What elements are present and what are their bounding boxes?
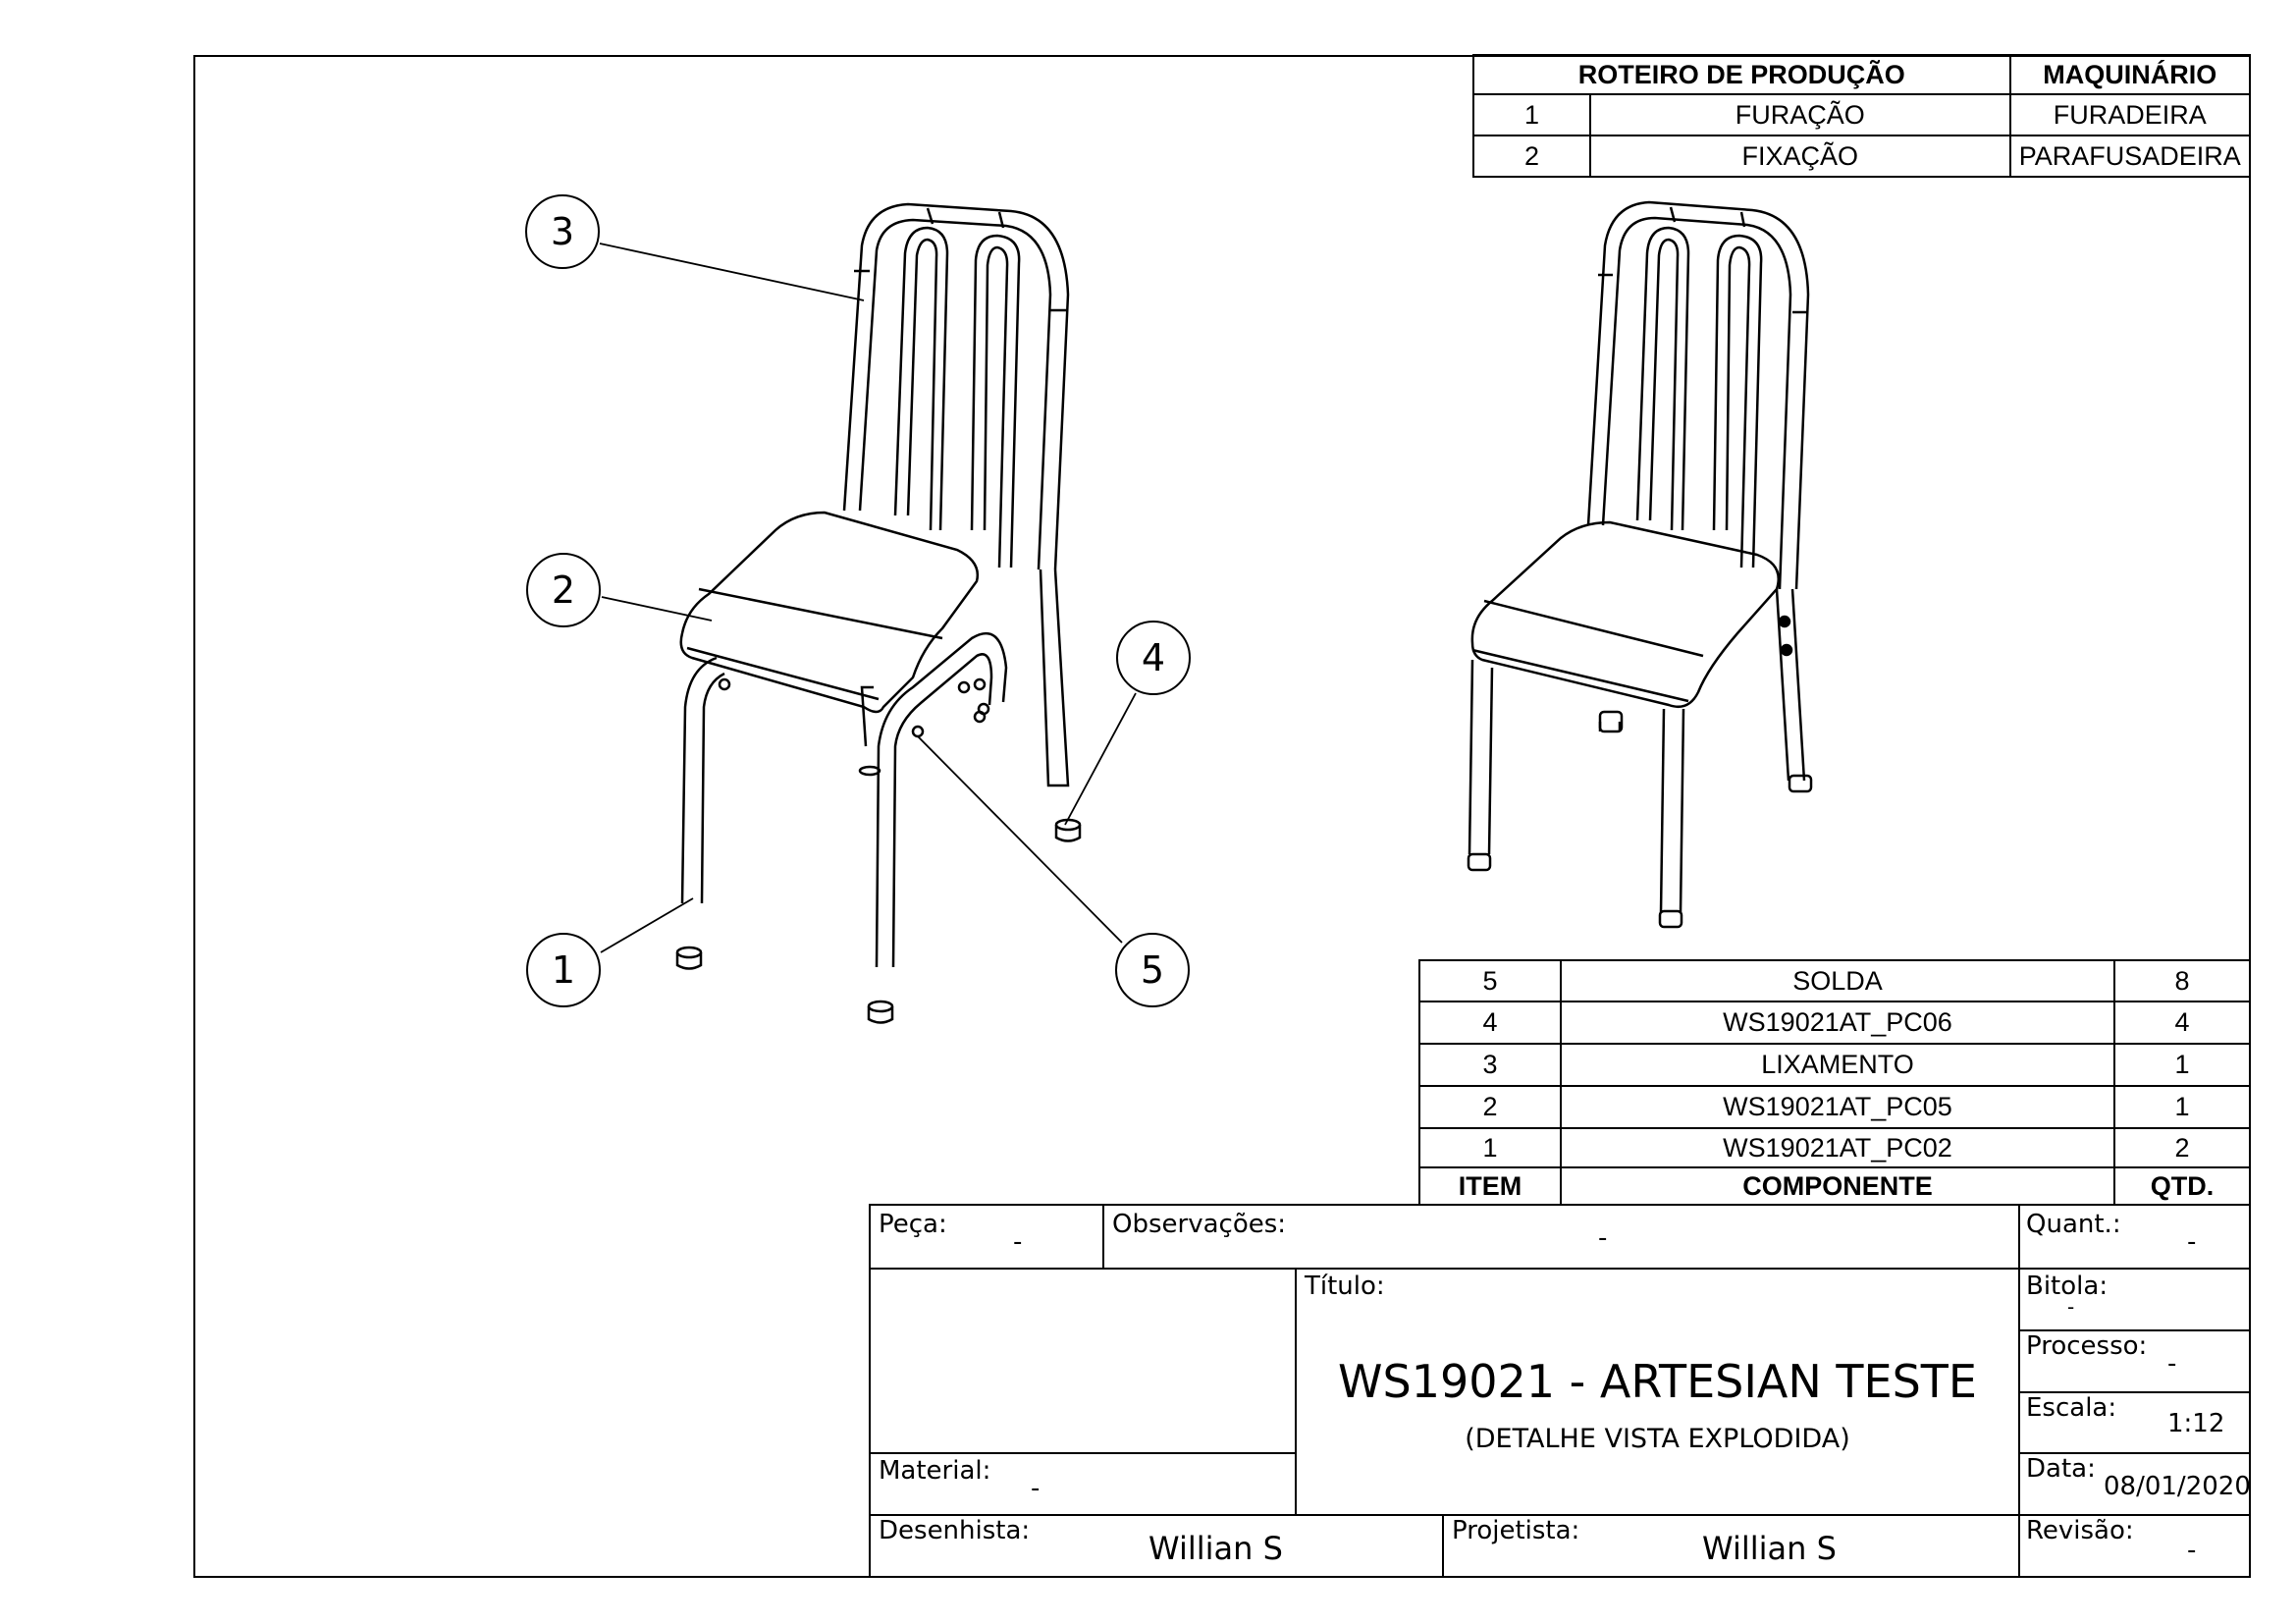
material-label: Material: bbox=[879, 1456, 991, 1486]
bom-qty: 2 bbox=[2113, 1127, 2251, 1168]
bom-component: LIXAMENTO bbox=[1560, 1043, 2115, 1087]
escala-cell: Escala: 1:12 bbox=[2018, 1391, 2251, 1454]
revisao-value: - bbox=[2187, 1536, 2197, 1565]
exploded-chair-view bbox=[599, 202, 1137, 1024]
material-cell: Material: - bbox=[869, 1452, 1297, 1516]
bitola-label: Bitola: bbox=[2026, 1272, 2109, 1301]
escala-value: 1:12 bbox=[2167, 1409, 2225, 1438]
bitola-cell: Bitola: - bbox=[2018, 1268, 2251, 1331]
projetista-label: Projetista: bbox=[1452, 1516, 1580, 1545]
routing-header-step: ROTEIRO DE PRODUÇÃO bbox=[1472, 54, 2011, 95]
revisao-cell: Revisão: - bbox=[2018, 1514, 2251, 1578]
observacoes-label: Observações: bbox=[1112, 1210, 1287, 1239]
logo-cell bbox=[869, 1268, 1297, 1454]
titulo-label: Título: bbox=[1305, 1272, 1385, 1301]
data-value: 08/01/2020 bbox=[2104, 1472, 2251, 1501]
routing-row-num: 2 bbox=[1472, 135, 1591, 178]
peca-cell: Peça: - bbox=[869, 1204, 1104, 1270]
routing-table: ROTEIRO DE PRODUÇÃO MAQUINÁRIO 1 FURAÇÃO… bbox=[1472, 54, 2252, 178]
bom-item: 1 bbox=[1418, 1127, 1562, 1168]
desenhista-cell: Desenhista: Willian S bbox=[869, 1514, 1444, 1578]
routing-row-machine: FURADEIRA bbox=[2008, 93, 2252, 136]
revisao-label: Revisão: bbox=[2026, 1516, 2134, 1545]
routing-row-machine: PARAFUSADEIRA bbox=[2008, 135, 2252, 178]
data-cell: Data: 08/01/2020 bbox=[2018, 1452, 2251, 1516]
bom-component: WS19021AT_PC05 bbox=[1560, 1085, 2115, 1129]
desenhista-value: Willian S bbox=[1148, 1530, 1283, 1567]
bom-item: 3 bbox=[1418, 1043, 1562, 1087]
observacoes-value: - bbox=[1598, 1223, 1608, 1253]
bom-component: WS19021AT_PC06 bbox=[1560, 1001, 2115, 1045]
bitola-value: - bbox=[2067, 1295, 2075, 1319]
bom-qty: 8 bbox=[2113, 959, 2251, 1002]
quant-value: - bbox=[2187, 1227, 2197, 1257]
title-cell: Título: WS19021 - ARTESIAN TESTE (DETALH… bbox=[1295, 1268, 2020, 1516]
bom-item: 5 bbox=[1418, 959, 1562, 1002]
bom-header-item: ITEM bbox=[1418, 1166, 1562, 1206]
observacoes-cell: Observações: - bbox=[1102, 1204, 2020, 1270]
bom-header-component: COMPONENTE bbox=[1560, 1166, 2115, 1206]
bom-component: SOLDA bbox=[1560, 959, 2115, 1002]
quant-cell: Quant.: - bbox=[2018, 1204, 2251, 1270]
balloon-4: 4 bbox=[1116, 621, 1191, 695]
material-value: - bbox=[1031, 1474, 1041, 1503]
processo-label: Processo: bbox=[2026, 1331, 2148, 1361]
routing-row-num: 1 bbox=[1472, 93, 1591, 136]
routing-row-step: FURAÇÃO bbox=[1589, 93, 2011, 136]
bom-component: WS19021AT_PC02 bbox=[1560, 1127, 2115, 1168]
peca-label: Peça: bbox=[879, 1210, 947, 1239]
balloon-5: 5 bbox=[1115, 933, 1190, 1007]
desenhista-label: Desenhista: bbox=[879, 1516, 1031, 1545]
balloon-2: 2 bbox=[526, 553, 601, 627]
processo-value: - bbox=[2167, 1349, 2177, 1379]
projetista-value: Willian S bbox=[1702, 1530, 1837, 1567]
peca-value: - bbox=[1013, 1227, 1023, 1257]
bom-header-qty: QTD. bbox=[2113, 1166, 2251, 1206]
balloon-1: 1 bbox=[526, 933, 601, 1007]
bom-qty: 1 bbox=[2113, 1043, 2251, 1087]
bom-qty: 4 bbox=[2113, 1001, 2251, 1045]
escala-label: Escala: bbox=[2026, 1393, 2117, 1423]
assembled-chair-view bbox=[1467, 200, 1813, 929]
bom-qty: 1 bbox=[2113, 1085, 2251, 1129]
bom-table: 5 SOLDA 8 4 WS19021AT_PC06 4 3 LIXAMENTO… bbox=[1418, 959, 2251, 1206]
drawing-subtitle: (DETALHE VISTA EXPLODIDA) bbox=[1465, 1424, 1850, 1454]
drawing-title: WS19021 - ARTESIAN TESTE bbox=[1338, 1355, 1977, 1408]
processo-cell: Processo: - bbox=[2018, 1329, 2251, 1393]
bom-item: 4 bbox=[1418, 1001, 1562, 1045]
projetista-cell: Projetista: Willian S bbox=[1442, 1514, 2020, 1578]
bom-item: 2 bbox=[1418, 1085, 1562, 1129]
balloon-3: 3 bbox=[525, 194, 600, 269]
routing-header-machine: MAQUINÁRIO bbox=[2008, 54, 2252, 95]
quant-label: Quant.: bbox=[2026, 1210, 2121, 1239]
routing-row-step: FIXAÇÃO bbox=[1589, 135, 2011, 178]
data-label: Data: bbox=[2026, 1454, 2096, 1484]
